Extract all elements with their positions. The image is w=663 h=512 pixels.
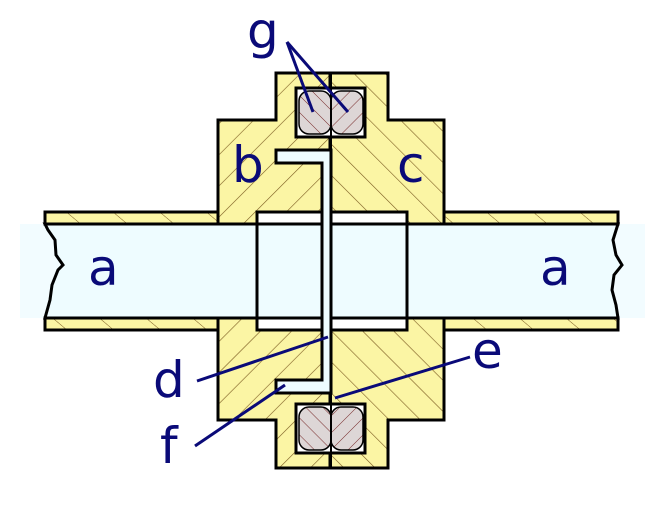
label-a-right: a — [540, 239, 571, 297]
label-c: c — [397, 136, 425, 194]
pipe-right — [405, 210, 624, 332]
label-f: f — [160, 417, 179, 475]
pipe-left — [42, 210, 259, 332]
label-e: e — [472, 322, 503, 380]
label-d: d — [153, 351, 185, 409]
label-b: b — [232, 136, 264, 194]
leader-lines — [194, 41, 471, 448]
label-g: g — [247, 2, 279, 60]
label-a-left: a — [88, 239, 119, 297]
